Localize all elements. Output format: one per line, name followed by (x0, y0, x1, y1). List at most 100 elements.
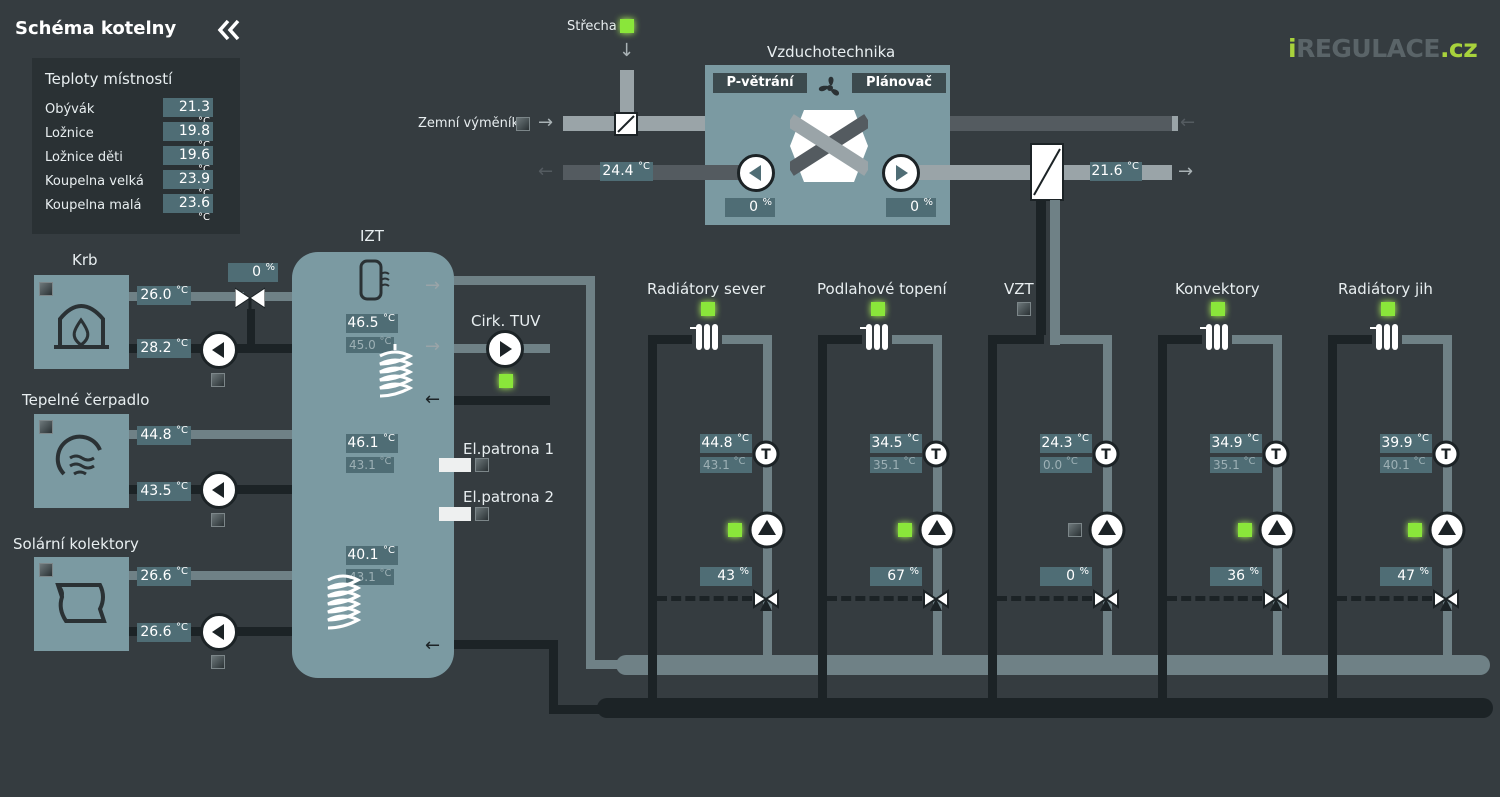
tc-supply-pipe (129, 430, 292, 439)
thermometer-icon: T (1092, 440, 1120, 468)
vzt-title: Vzduchotechnika (767, 43, 896, 61)
tuv-circulation-pump[interactable] (486, 330, 524, 368)
circuit-pump-led (1068, 523, 1082, 537)
room-label: Koupelna malá (45, 198, 142, 213)
mixing-valve[interactable] (1092, 585, 1120, 613)
solar-pump[interactable] (200, 613, 238, 651)
circuit-setpoint: 43.1 °C (700, 457, 752, 473)
tank-coil-top (375, 342, 415, 402)
solar-pump-led (211, 655, 225, 669)
exhaust-pipe (563, 165, 753, 180)
main-supply-link (586, 660, 626, 669)
supply-fan-button[interactable] (882, 154, 920, 192)
main-return-riser (549, 640, 558, 714)
heater2-label: El.patrona 2 (463, 488, 555, 506)
thermometer-icon: T (922, 440, 950, 468)
mixing-valve[interactable] (1432, 585, 1460, 613)
tuv-circulation-label: Cirk. TUV (471, 312, 541, 330)
circuit-supply-pipe (1402, 335, 1452, 344)
supply-fan-pct: 0 % (886, 198, 936, 217)
krb-supply-pipe2 (262, 292, 292, 301)
main-supply-header (616, 655, 1490, 675)
radiator-icon (1370, 320, 1406, 354)
circuit-setpoint: 40.1 °C (1380, 457, 1432, 473)
svg-text:T: T (1271, 447, 1281, 463)
circuit-led (1017, 302, 1031, 316)
circuit-led (871, 302, 885, 316)
circuit-pump[interactable] (1087, 510, 1127, 550)
tank-to-main-return (454, 640, 558, 649)
circuit-return-pipe (818, 335, 862, 344)
vzt-heater (1030, 143, 1064, 201)
exhaust-temp: 24.4 °C (600, 162, 653, 181)
circuit-pump[interactable] (1427, 510, 1467, 550)
fan-icon (812, 72, 848, 104)
circuit-pump-led (728, 523, 742, 537)
circuit-supply-pipe (1232, 335, 1282, 344)
logo: iREGULACE.cz (1288, 34, 1478, 63)
krb-pump[interactable] (200, 331, 238, 369)
arrow-down-icon: ↓ (619, 40, 635, 61)
mixing-valve[interactable] (922, 585, 950, 613)
thermometer-icon: T (752, 440, 780, 468)
thermometer-icon: T (1432, 440, 1460, 468)
krb-valve[interactable] (234, 287, 266, 309)
arrow-left-icon: ← (425, 635, 441, 656)
damper (614, 112, 638, 136)
circuit-return-riser (988, 335, 997, 707)
panel-title: Teploty místností (45, 70, 173, 88)
radiator-icon (690, 320, 726, 354)
tc-pump[interactable] (200, 471, 238, 509)
vzt-hot-riser (1050, 200, 1060, 345)
circuit-pump[interactable] (747, 510, 787, 550)
circuit-pump-led (1408, 523, 1422, 537)
ventilation-mode-button[interactable]: P-větrání (713, 73, 807, 93)
tank-mid-setpoint: 43.1 °C (346, 457, 394, 473)
room-label: Ložnice (45, 126, 94, 141)
circuit-supply-riser (1273, 335, 1282, 663)
circuit-pump-led (898, 523, 912, 537)
exhaust-fan-button[interactable] (737, 154, 775, 192)
circuit-pump[interactable] (917, 510, 957, 550)
vzt-cold-riser (1036, 200, 1046, 335)
arrow-left-icon: ← (425, 389, 441, 410)
heat-recovery-exchanger (786, 110, 872, 182)
room-value: 23.6 °C (163, 194, 213, 223)
scheduler-button[interactable]: Plánovač (852, 73, 946, 93)
heater2-element (439, 507, 471, 521)
solar-supply-temp: 26.6 °C (137, 567, 191, 586)
arrow-right-icon: → (425, 275, 441, 296)
heater1-element (439, 458, 471, 472)
tank-mid-temp: 46.1 °C (346, 434, 398, 453)
circuit-return-riser (648, 335, 657, 707)
circuit-temp: 34.5 °C (870, 434, 922, 453)
tank-label: IZT (360, 227, 384, 245)
circuit-label: Podlahové topení (817, 280, 947, 298)
circuit-temp: 39.9 °C (1380, 434, 1432, 453)
tuv-return-pipe (454, 396, 550, 405)
circuit-pump[interactable] (1257, 510, 1297, 550)
tank-coil-bottom (323, 570, 363, 632)
valve-bypass-dashed (1167, 596, 1262, 601)
arrow-left-icon: ← (1180, 112, 1196, 133)
mixing-valve[interactable] (752, 585, 780, 613)
circuit-temp: 34.9 °C (1210, 434, 1262, 453)
svg-text:T: T (1101, 447, 1111, 463)
valve-bypass-dashed (1337, 596, 1432, 601)
heat-pump-label: Tepelné čerpadlo (22, 391, 150, 409)
circuit-label: Konvektory (1175, 280, 1260, 298)
circuit-led (1211, 302, 1225, 316)
radiator-icon (860, 320, 896, 354)
circuit-valve-pct: 47 % (1380, 567, 1432, 586)
tc-supply-temp: 44.8 °C (137, 426, 191, 445)
double-chevron-left-icon[interactable] (216, 18, 242, 42)
circuit-setpoint: 0.0 °C (1040, 457, 1092, 473)
circuit-label: VZT (1004, 280, 1034, 298)
mixing-valve[interactable] (1262, 585, 1290, 613)
valve-bypass-dashed (657, 596, 752, 601)
room-label: Ložnice děti (45, 150, 123, 165)
solar-led (39, 563, 53, 577)
svg-text:T: T (931, 447, 941, 463)
fireplace-led (39, 282, 53, 296)
radiator-icon (1200, 320, 1236, 354)
